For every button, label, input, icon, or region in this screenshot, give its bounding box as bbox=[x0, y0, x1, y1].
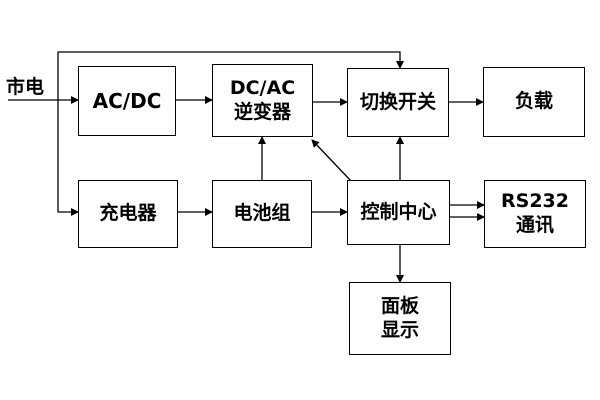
inverter-box: DC/AC 逆变器 bbox=[212, 64, 313, 137]
inverter-label-line2: 逆变器 bbox=[233, 100, 291, 123]
charger-box: 充电器 bbox=[78, 180, 178, 248]
switch-label: 切换开关 bbox=[359, 90, 436, 113]
battery-box: 电池组 bbox=[212, 180, 312, 248]
bypass-line bbox=[57, 51, 404, 100]
panel-display-box: 面板 显示 bbox=[349, 282, 451, 355]
rs232-label-line1: RS232 bbox=[501, 190, 569, 213]
rs232-label-line2: 通讯 bbox=[515, 214, 554, 236]
load-label: 负载 bbox=[514, 90, 553, 113]
load-box: 负载 bbox=[483, 67, 585, 137]
inverter-label-line1: DC/AC bbox=[229, 76, 296, 99]
control-to-inverter-line bbox=[311, 139, 353, 183]
battery-label: 电池组 bbox=[233, 202, 291, 225]
control-center-box: 控制中心 bbox=[347, 180, 450, 245]
panel-label-line1: 面板 bbox=[380, 294, 419, 317]
acdc-label: AC/DC bbox=[92, 88, 162, 113]
acdc-box: AC/DC bbox=[78, 66, 176, 136]
switch-box: 切换开关 bbox=[347, 68, 449, 137]
mains-to-charger-line bbox=[57, 100, 79, 216]
control-center-label: 控制中心 bbox=[360, 200, 437, 223]
charger-label: 充电器 bbox=[99, 202, 157, 225]
mains-label: 市电 bbox=[6, 76, 45, 98]
panel-label-line2: 显示 bbox=[380, 318, 419, 341]
rs232-box: RS232 通讯 bbox=[484, 180, 586, 248]
